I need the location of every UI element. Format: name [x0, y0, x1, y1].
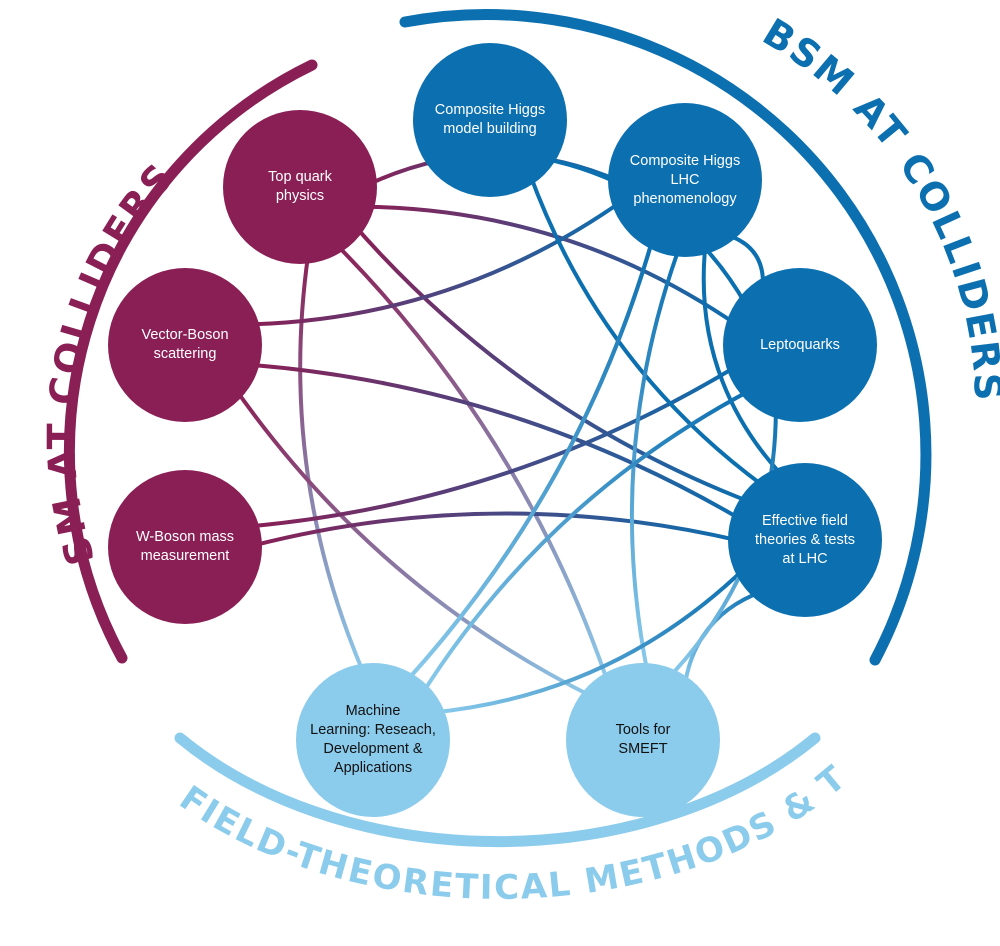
connection-top-ml: [298, 251, 367, 676]
connection-top-smeft: [333, 241, 611, 686]
node-label: Composite Higgs LHC phenomenology: [629, 152, 741, 207]
node-label: Top quark physics: [268, 169, 332, 204]
node-label: Composite Higgs model building: [434, 102, 546, 137]
node-smeft: Tools for SMEFT: [566, 663, 720, 817]
node-label: Vector-Boson scattering: [141, 327, 229, 362]
node-vbs: Vector-Boson scattering: [108, 268, 262, 422]
connection-lq-ml: [419, 387, 753, 697]
connection-chlhc-eft: [701, 241, 786, 480]
connection-chmb-eft: [527, 171, 767, 490]
connections: [232, 152, 786, 715]
node-lq: Leptoquarks: [723, 268, 877, 422]
node-ml: Machine Learning: Reseach, Development &…: [296, 663, 450, 817]
connection-wmass-eft: [249, 511, 741, 549]
connection-top-lq: [362, 204, 739, 327]
sm-group-arc: [63, 59, 318, 664]
connection-top-eft: [352, 223, 753, 505]
connection-chlhc-ml: [403, 236, 656, 685]
node-chmb: Composite Higgs model building: [413, 43, 567, 197]
connection-eft-ml: [432, 566, 747, 715]
connection-vbs-chlhc: [247, 198, 624, 327]
node-label: Tools for SMEFT: [615, 722, 671, 757]
tools-group-arc: [174, 732, 821, 848]
connection-wmass-lq: [247, 363, 739, 529]
node-label: Machine Learning: Reseach, Development &…: [310, 703, 436, 776]
node-wmass: W-Boson mass measurement: [108, 470, 262, 624]
node-label: Effective field theories & tests at LHC: [755, 512, 855, 567]
node-label: Leptoquarks: [760, 336, 840, 353]
connection-vbs-eft: [247, 362, 744, 523]
node-eft: Effective field theories & tests at LHC: [728, 463, 882, 617]
node-chlhc: Composite Higgs LHC phenomenology: [608, 103, 762, 257]
node-label: W-Boson mass measurement: [135, 529, 235, 564]
connection-chlhc-ml: [403, 236, 656, 685]
bsm-group-arc: [399, 9, 932, 666]
connection-chlhc-smeft: [629, 244, 682, 676]
node-top: Top quark physics: [223, 110, 377, 264]
connection-vbs-smeft: [232, 386, 595, 700]
